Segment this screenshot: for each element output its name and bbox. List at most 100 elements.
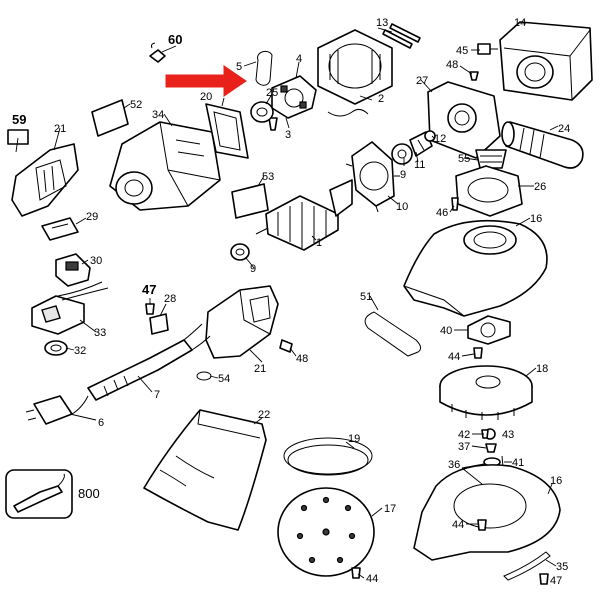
- callout-16-lower: 16: [550, 475, 562, 487]
- callout-25: 25: [266, 87, 278, 99]
- part-19-ring: [283, 437, 373, 476]
- part-26-bearing-housing: [455, 165, 523, 217]
- callout-16-upper: 16: [530, 213, 542, 225]
- callout-9-top: 9: [400, 169, 406, 181]
- part-60-clip: [149, 42, 166, 63]
- callout-20: 20: [200, 91, 212, 103]
- callout-52: 52: [130, 99, 142, 111]
- callout-29: 29: [86, 211, 98, 223]
- callout-24: 24: [558, 123, 570, 135]
- part-33-switch-base: [31, 281, 109, 335]
- part-24-side-handle: [501, 121, 584, 169]
- callout-47-left: 47: [142, 282, 156, 297]
- callout-1: 1: [316, 237, 322, 249]
- callout-40: 40: [440, 325, 452, 337]
- part-7-power-cord: [87, 323, 211, 401]
- part-37-screw: [485, 443, 497, 453]
- callout-36: 36: [448, 459, 460, 471]
- callout-21-lower: 21: [254, 363, 266, 375]
- red-arrow-pointer: [165, 65, 247, 97]
- part-16-upper-shroud: [403, 219, 548, 317]
- part-29-switch-plate: [41, 217, 79, 241]
- part-2-field-coil: [317, 29, 393, 117]
- callout-3: 3: [285, 129, 291, 141]
- callout-28: 28: [164, 293, 176, 305]
- callout-14: 14: [514, 17, 526, 29]
- callout-6: 6: [98, 417, 104, 429]
- callout-17: 17: [384, 503, 396, 515]
- callout-800: 800: [78, 486, 100, 501]
- callout-47-bottom: 47: [550, 575, 562, 587]
- part-27-gear-case: [427, 81, 501, 159]
- part-14-gear-case-cover: [499, 21, 593, 101]
- part-6-plug: [25, 395, 89, 425]
- part-9-bearing-top: [391, 143, 413, 165]
- part-18-fan: [439, 365, 533, 420]
- part-1-armature: [255, 179, 353, 251]
- callout-45: 45: [456, 45, 468, 57]
- callout-44-a: 44: [448, 351, 460, 363]
- part-12-washer: [424, 130, 436, 142]
- callout-32: 32: [74, 345, 86, 357]
- part-5-brush-spring: [255, 50, 273, 86]
- callout-26: 26: [534, 181, 546, 193]
- callout-19: 19: [348, 433, 360, 445]
- part-21-handle-lower: [205, 285, 279, 359]
- part-10-baffle: [345, 141, 400, 213]
- callout-7: 7: [154, 389, 160, 401]
- part-20-gasket: [205, 103, 249, 159]
- callout-22: 22: [258, 409, 270, 421]
- callout-44-b: 44: [452, 519, 464, 531]
- callout-43: 43: [502, 429, 514, 441]
- callout-35: 35: [556, 561, 568, 573]
- callout-33: 33: [94, 327, 106, 339]
- part-16-lower-shroud: [413, 464, 561, 561]
- callout-5: 5: [236, 61, 242, 73]
- callout-51: 51: [360, 291, 372, 303]
- callout-21-upper: 21: [54, 123, 66, 135]
- callout-27: 27: [416, 75, 428, 87]
- part-44-screw-a: [473, 347, 483, 359]
- callout-2: 2: [378, 93, 384, 105]
- part-17-sanding-pad: [277, 487, 375, 577]
- part-28-cord-clamp: [149, 313, 169, 335]
- callout-12: 12: [434, 133, 446, 145]
- callout-55: 55: [458, 153, 470, 165]
- part-52-label: [91, 99, 129, 137]
- part-51-belt: [364, 311, 422, 357]
- callout-59: 59: [12, 112, 26, 127]
- leader-lines: [15, 27, 559, 579]
- callout-10: 10: [396, 201, 408, 213]
- callout-9-left: 9: [250, 263, 256, 275]
- part-48-screw: [279, 339, 293, 353]
- part-22-dust-bag: [143, 409, 267, 531]
- part-54-clip: [196, 371, 212, 381]
- part-47-screw-bottom: [539, 573, 549, 585]
- part-32-strain-relief: [44, 340, 68, 356]
- callout-42: 42: [458, 429, 470, 441]
- part-40-pad-brake: [467, 315, 511, 345]
- callout-41: 41: [512, 457, 524, 469]
- part-55-spindle: [475, 149, 507, 169]
- part-4-brush-holder: [271, 75, 317, 119]
- callout-48-top: 48: [446, 59, 458, 71]
- part-47-screw: [145, 303, 155, 315]
- part-44-screw-c: [351, 567, 361, 579]
- callout-54: 54: [218, 373, 230, 385]
- part-3-screw: [268, 117, 278, 131]
- part-45-screw: [477, 43, 498, 55]
- part-21-handle-upper: [11, 143, 79, 217]
- part-59-label: [7, 129, 29, 145]
- callout-18: 18: [536, 363, 548, 375]
- callout-60: 60: [168, 32, 182, 47]
- part-53-label: [231, 183, 269, 219]
- part-13-screws: [382, 23, 421, 49]
- callout-48-lower: 48: [296, 353, 308, 365]
- part-9-bearing-left: [230, 243, 250, 261]
- part-25-bearing: [250, 101, 274, 123]
- part-35-clip: [503, 551, 551, 581]
- part-34-motor-housing: [109, 121, 221, 211]
- part-43-screw: [481, 429, 489, 439]
